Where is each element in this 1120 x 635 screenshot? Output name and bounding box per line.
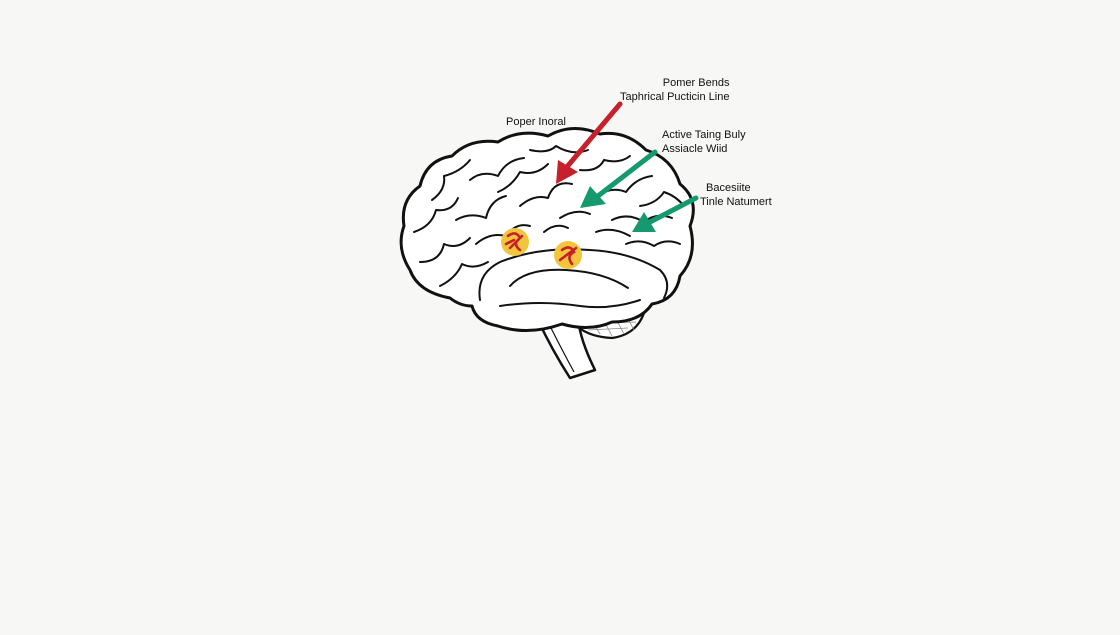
annotation-green-upper-line1: Active Taing Buly [662, 129, 746, 141]
annotation-red-line2: Taphrical Pucticin Line [620, 91, 730, 103]
green-arrow [580, 149, 658, 208]
annotation-green-lower: Bacesiite Tinle Natumert [700, 181, 772, 209]
activity-marker-icon [554, 241, 582, 269]
annotation-red-line1: Pomer Bends [662, 77, 730, 89]
annotation-green-upper-line2: Assiacle Wiid [662, 143, 728, 155]
annotation-green-lower-line1: Bacesiite [706, 182, 751, 194]
annotation-green-upper: Active Taing Buly Assiacle Wiid [662, 128, 746, 156]
green-arrow [632, 195, 699, 232]
activity-marker-icon [501, 228, 529, 256]
red-arrow [556, 101, 623, 184]
annotation-red-arrow: Pomer Bends Taphrical Pucticin Line [620, 76, 729, 104]
annotation-top-left: Poper Inoral [506, 116, 566, 128]
annotation-green-lower-line2: Tinle Natumert [700, 196, 772, 208]
